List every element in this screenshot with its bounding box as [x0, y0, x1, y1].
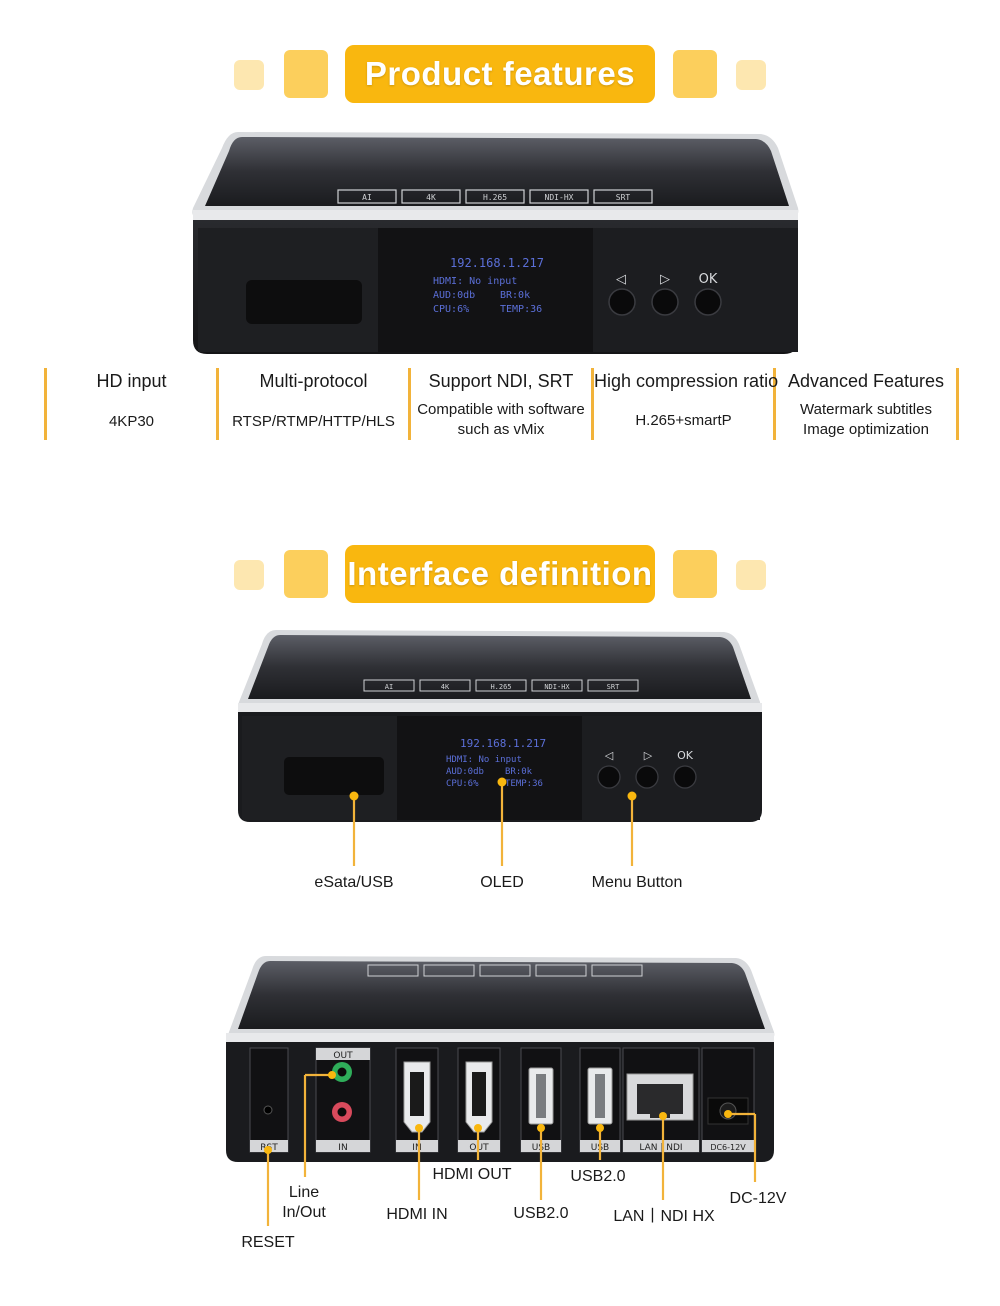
svg-text:HDMI: No input: HDMI: No input: [433, 276, 517, 287]
label-reset: RESET: [241, 1234, 295, 1251]
oled-display: 192.168.1.217 HDMI: No input AUD:0db BR:…: [433, 256, 544, 315]
button-right-label: ▷: [660, 272, 670, 287]
label-lan-ndi-hx: LAN丨NDI HX: [613, 1208, 715, 1225]
button-left-label: ◁: [616, 272, 626, 287]
feature-desc: Watermark subtitles: [800, 401, 932, 418]
banner-deco-square: [234, 560, 264, 590]
banner-deco-square: [284, 550, 328, 598]
svg-text:HDMI: No input: HDMI: No input: [446, 755, 522, 765]
svg-text:▷: ▷: [644, 749, 653, 762]
banner-deco-square: [673, 550, 717, 598]
port-label-out: OUT: [333, 1051, 353, 1061]
label-line-2: In/Out: [282, 1204, 326, 1221]
feature-divider: [216, 368, 219, 440]
oled-display: 192.168.1.217 HDMI: No input AUD:0db BR:…: [446, 737, 546, 789]
device-front-annotated: AI 4K H.265 NDI-HX SRT 192.168.1.217 HDM…: [238, 630, 762, 866]
badge-label: H.265: [483, 193, 507, 202]
button-ok-label: OK: [699, 272, 718, 287]
label-esata-usb: eSata/USB: [314, 874, 394, 891]
label-hdmi-in: HDMI IN: [386, 1206, 448, 1223]
svg-text:OK: OK: [677, 749, 694, 762]
feature-desc: RTSP/RTMP/HTTP/HLS: [232, 413, 395, 430]
badge-label: 4K: [441, 683, 450, 691]
feature-compression: High compression ratio H.265+smartP: [594, 367, 779, 441]
feature-desc: 4KP30: [108, 413, 155, 430]
port-label-in: IN: [338, 1143, 347, 1153]
label-usb2-a: USB2.0: [513, 1205, 569, 1222]
port-label-hdmi-out: OUT: [469, 1143, 489, 1153]
feature-desc: Image optimization: [803, 421, 929, 438]
badge-label: H.265: [490, 683, 511, 691]
feature-divider: [956, 368, 959, 440]
feature-advanced: Advanced Features Watermark subtitles Im…: [776, 367, 956, 441]
svg-text:TEMP:36: TEMP:36: [505, 779, 543, 789]
feature-desc: such as vMix: [457, 421, 545, 438]
svg-text:192.168.1.217: 192.168.1.217: [460, 737, 546, 750]
feature-multi-protocol: Multi-protocol RTSP/RTMP/HTTP/HLS: [219, 367, 408, 441]
label-menu-button: Menu Button: [591, 874, 683, 891]
svg-text:BR:0k: BR:0k: [500, 290, 530, 301]
feature-ndi-srt: Support NDI, SRT Compatible with softwar…: [411, 367, 591, 441]
interface-title: Interface definition: [345, 545, 655, 603]
badge-label: 4K: [426, 193, 436, 202]
svg-text:TEMP:36: TEMP:36: [500, 304, 542, 315]
feature-desc: H.265+smartP: [635, 412, 732, 429]
badge-label: SRT: [607, 683, 620, 691]
feature-desc: Compatible with software: [417, 401, 585, 418]
label-usb2-b: USB2.0: [570, 1168, 626, 1185]
feature-title: HD input: [96, 371, 167, 391]
banner-deco-square: [234, 60, 264, 90]
label-line-1: Line: [288, 1184, 320, 1201]
feature-divider: [44, 368, 47, 440]
device-front-photo: AI 4K H.265 NDI-HX SRT 192.168.1.217 HDM…: [192, 132, 799, 354]
label-dc-12v: DC-12V: [729, 1190, 787, 1207]
feature-title: High compression ratio: [594, 371, 779, 391]
banner-deco-square: [736, 60, 766, 90]
svg-text:◁: ◁: [605, 749, 614, 762]
feature-title: Multi-protocol: [259, 371, 368, 391]
svg-text:AUD:0db: AUD:0db: [446, 767, 484, 777]
features-banner: Product features: [0, 44, 1000, 114]
feature-hd-input: HD input 4KP30: [47, 367, 216, 441]
svg-text:CPU:6%: CPU:6%: [433, 304, 469, 315]
feature-title: Advanced Features: [787, 371, 945, 391]
badge-label: NDI-HX: [544, 683, 570, 691]
feature-divider: [591, 368, 594, 440]
badge-label: NDI-HX: [545, 193, 574, 202]
banner-deco-square: [736, 560, 766, 590]
top-badges: [337, 189, 653, 204]
port-label-lan: LAN | NDI: [639, 1143, 682, 1153]
port-label-dc: DC6-12V: [710, 1143, 746, 1152]
label-hdmi-out: HDMI OUT: [432, 1166, 512, 1183]
feature-title: Support NDI, SRT: [428, 371, 574, 391]
banner-deco-square: [284, 50, 328, 98]
badge-label: AI: [385, 683, 393, 691]
banner-deco-square: [673, 50, 717, 98]
feature-divider: [408, 368, 411, 440]
svg-text:192.168.1.217: 192.168.1.217: [450, 256, 544, 270]
features-title: Product features: [345, 45, 655, 103]
svg-text:BR:0k: BR:0k: [505, 767, 533, 777]
badge-label: SRT: [616, 193, 631, 202]
device-rear-annotated: OUT IN RST IN OUT USB USB LAN | NDI DC6-…: [226, 956, 775, 1226]
svg-text:AUD:0db: AUD:0db: [433, 290, 475, 301]
interface-banner: Interface definition: [0, 544, 1000, 614]
badge-label: AI: [362, 193, 372, 202]
port-label-hdmi-in: IN: [412, 1143, 421, 1153]
svg-text:CPU:6%: CPU:6%: [446, 779, 479, 789]
feature-divider: [773, 368, 776, 440]
label-oled: OLED: [480, 874, 524, 891]
